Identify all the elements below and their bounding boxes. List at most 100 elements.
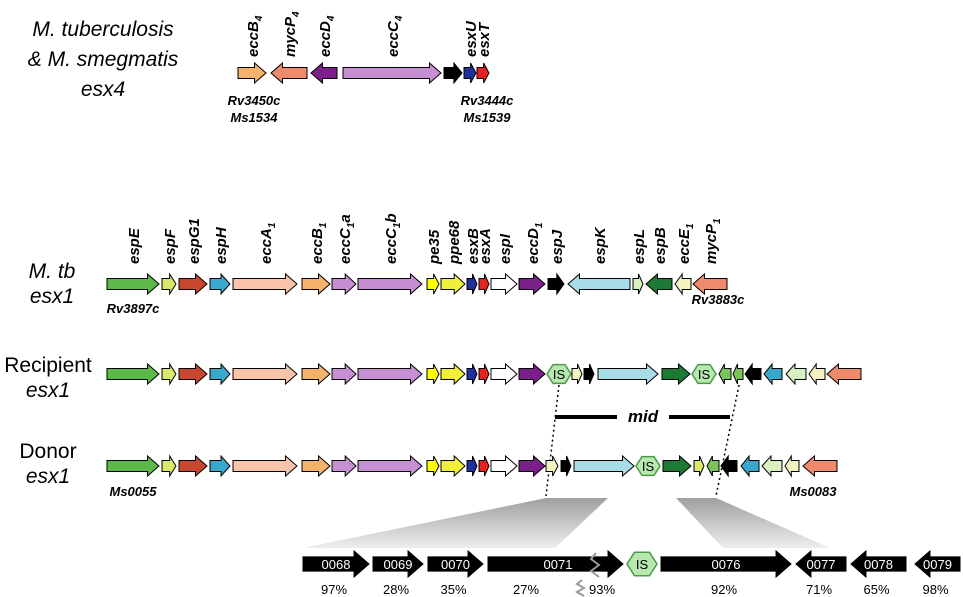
mtb-gene-5 — [301, 272, 331, 296]
donor-esx1-gene-row: IS — [106, 454, 838, 478]
mtb-gene-6 — [331, 272, 357, 296]
detail-gene-id-1: 0069 — [384, 557, 413, 572]
mid-region: mid — [545, 384, 740, 497]
recipient-gene-20 — [718, 363, 732, 385]
mtb-gene-12 — [490, 272, 518, 296]
recipient-gene-1 — [161, 362, 177, 386]
mtb-gene-4 — [232, 272, 298, 296]
mtb-gene-1 — [161, 272, 177, 296]
esx4-gene-eccC-3 — [342, 61, 442, 85]
mtb-label-2: espG1 — [186, 218, 203, 264]
mtb-gene-9 — [440, 272, 466, 296]
mtb-esx1-gene-row — [106, 272, 728, 296]
mid-dotted-left — [545, 384, 560, 497]
mtb-label-1: M. tb — [29, 260, 76, 283]
donor-gene-9 — [440, 454, 466, 478]
detail-pct-1: 28% — [383, 582, 409, 597]
detail-gene-id-6: 0078 — [864, 557, 893, 572]
donor-gene-12 — [490, 454, 518, 478]
recipient-esx1-gene-row: IS IS — [106, 362, 862, 386]
donor-locus-tags: Ms0055 Ms0083 — [110, 484, 838, 499]
mtb-label-11: esxA — [477, 228, 494, 264]
mtb-gene-8 — [426, 273, 440, 295]
mtb-label-18: eccE1 — [676, 223, 696, 264]
donor-gene-25 — [802, 454, 838, 478]
mtb-label-16: espL — [631, 229, 648, 264]
donor-gene-6 — [331, 454, 357, 478]
donor-gene-15 — [560, 455, 572, 477]
recipient-gene-9 — [440, 362, 466, 386]
zoom-fan-left — [303, 498, 608, 548]
detail-gene-id-3: 0071 — [544, 557, 573, 572]
mtb-label-15: espK — [592, 226, 609, 264]
donor-is-element-17-label: IS — [642, 459, 655, 474]
recipient-gene-23 — [763, 362, 783, 386]
mtb-label-6: eccC1a — [337, 214, 357, 264]
esx4-locus-left-2: Ms1534 — [231, 110, 279, 125]
donor-gene-22 — [740, 454, 760, 478]
esx4-label-0: eccB4 — [245, 15, 265, 57]
recipient-gene-22 — [744, 362, 762, 386]
recipient-label-2: esx1 — [26, 379, 70, 402]
recipient-gene-16 — [583, 363, 595, 385]
detail-pct-0: 97% — [321, 582, 347, 597]
esx4-gene-unnamed-4 — [443, 61, 463, 85]
recipient-gene-12 — [490, 362, 518, 386]
detail-gene-id-7: 0079 — [923, 557, 952, 572]
zoom-fan-right — [676, 498, 830, 548]
detail-pct-4: 92% — [711, 582, 737, 597]
esx4-gene-row — [237, 61, 490, 85]
mtb-label-4: eccA1 — [258, 222, 278, 264]
mid-label: mid — [628, 407, 659, 426]
header-line-3: esx4 — [81, 78, 125, 101]
donor-gene-13 — [518, 454, 546, 478]
recipient-is-element-19-label: IS — [698, 367, 711, 382]
mtb-locus-tags: Rv3897c Rv3883c — [107, 292, 746, 316]
detail-pct-2: 35% — [440, 582, 466, 597]
donor-gene-10 — [466, 455, 478, 477]
esx4-label-2: eccD4 — [317, 15, 337, 57]
mtb-locus-left: Rv3897c — [107, 301, 161, 316]
recipient-gene-18 — [661, 362, 691, 386]
detail-pct-7: 98% — [922, 582, 948, 597]
mid-dotted-right — [715, 384, 740, 497]
detail-gene-0078 — [850, 549, 907, 579]
esx4-locus-right-2: Ms1539 — [464, 110, 512, 125]
donor-gene-16 — [573, 454, 635, 478]
header-line-2: & M. smegmatis — [28, 48, 179, 71]
donor-gene-7 — [357, 454, 423, 478]
recipient-is-element-14 — [546, 363, 572, 385]
esx4-label-1: mycP4 — [282, 11, 302, 57]
recipient-gene-15 — [571, 363, 583, 385]
mtb-label-10: esxB — [465, 228, 482, 264]
detail-gene-0068 — [302, 549, 370, 579]
mtb-label-13: eccD1 — [525, 222, 545, 264]
recipient-gene-2 — [178, 362, 208, 386]
mtb-gene-15 — [567, 272, 631, 296]
mtb-row-label: M. tb esx1 — [29, 260, 76, 308]
detail-pct-5: 71% — [806, 582, 832, 597]
detail-pct-6: 65% — [863, 582, 889, 597]
recipient-gene-7 — [357, 362, 423, 386]
donor-gene-20 — [706, 455, 720, 477]
donor-locus-left: Ms0055 — [110, 484, 158, 499]
detail-gene-0069 — [372, 549, 424, 579]
detail-gene-id-4: 0076 — [712, 557, 741, 572]
recipient-gene-26 — [826, 362, 862, 386]
recipient-gene-25 — [808, 362, 826, 386]
detail-is-element-label: IS — [636, 557, 649, 572]
recipient-gene-5 — [301, 362, 331, 386]
mid-label-bg — [617, 404, 669, 428]
esx4-header: M. tuberculosis & M. smegmatis esx4 — [28, 18, 179, 101]
mtb-label-14: espJ — [549, 229, 566, 264]
detail-gene-0079 — [914, 549, 961, 579]
zoom-fans — [303, 498, 830, 548]
esx4-gene-eccB-0 — [237, 61, 267, 85]
recipient-is-element-14-label: IS — [553, 367, 566, 382]
recipient-row-label: Recipient esx1 — [4, 354, 92, 402]
esx4-label-3: eccC4 — [385, 15, 405, 57]
donor-gene-14 — [545, 455, 559, 477]
mtb-label-5: eccB1 — [309, 222, 329, 264]
